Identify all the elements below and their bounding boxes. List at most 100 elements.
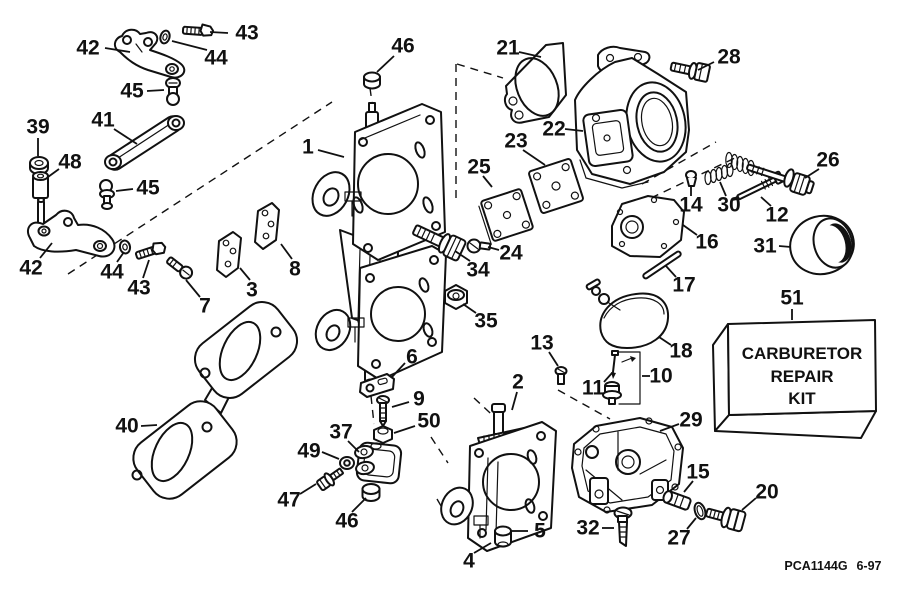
part-44-washer-lower	[118, 239, 132, 255]
part-label-31: 31	[753, 235, 777, 258]
part-label-35: 35	[474, 310, 498, 333]
part-label-26: 26	[816, 149, 839, 172]
part-8-bracket	[254, 202, 280, 250]
leader-line-23	[522, 149, 546, 166]
part-label-34: 34	[466, 259, 490, 282]
kit-box-line-2: REPAIR	[771, 367, 834, 386]
part-42-lever-upper	[114, 28, 186, 79]
part-31-cup	[789, 214, 855, 276]
part-label-9: 9	[413, 388, 425, 411]
part-43-screw-lower	[134, 241, 167, 260]
part-2-carburetor-body	[440, 403, 557, 552]
part-label-8: 8	[289, 258, 301, 281]
leader-line-46	[376, 55, 395, 73]
part-18-float	[585, 278, 670, 349]
part-label-20: 20	[755, 481, 778, 504]
part-27-o-ring	[693, 501, 707, 521]
part-39-nut	[29, 156, 49, 175]
kit-box-line-1: CARBURETOR	[742, 344, 863, 363]
leader-line-9	[391, 401, 410, 408]
part-22-carburetor-cover	[574, 45, 690, 189]
part-3-bracket	[216, 231, 242, 278]
part-label-2: 2	[512, 371, 524, 394]
part-34-bolt	[412, 224, 467, 262]
leader-line-42	[104, 47, 131, 53]
part-label-42: 42	[76, 37, 99, 60]
part-label-14: 14	[679, 194, 703, 217]
part-6-plate	[359, 373, 395, 398]
leader-line-7	[185, 279, 201, 298]
leader-line-24	[487, 246, 500, 251]
leader-line-15	[683, 480, 694, 493]
part-14-plug	[685, 170, 697, 187]
part-label-27: 27	[667, 527, 690, 550]
part-label-49: 49	[297, 440, 320, 463]
part-49-washer	[339, 456, 355, 470]
part-label-51: 51	[780, 287, 804, 310]
part-label-50: 50	[417, 410, 440, 433]
part-17-rod	[642, 250, 682, 280]
part-label-42: 42	[19, 257, 42, 280]
part-label-16: 16	[695, 231, 718, 254]
part-label-24: 24	[499, 242, 523, 265]
leader-line-29	[659, 423, 680, 432]
part-29-float-bowl	[571, 417, 684, 514]
leader-line-35	[462, 303, 477, 314]
part-13-screw	[554, 366, 568, 385]
part-10-needle-and-seat-group	[602, 351, 641, 405]
part-label-11: 11	[582, 377, 605, 400]
part-label-39: 39	[26, 116, 49, 139]
leader-line-26	[804, 168, 820, 179]
leader-line-37	[347, 440, 360, 453]
figure-code: PCA1144G	[784, 559, 847, 573]
part-label-45: 45	[120, 80, 144, 103]
leader-line-11	[603, 372, 613, 383]
leader-line-21	[518, 51, 542, 58]
part-41-link-rod	[104, 115, 185, 171]
part-label-7: 7	[199, 295, 211, 318]
part-46-plug-upper	[363, 71, 381, 90]
part-label-5: 5	[534, 520, 546, 543]
leader-line-28	[697, 61, 715, 71]
part-label-43: 43	[127, 277, 150, 300]
leader-line-3	[239, 267, 251, 281]
part-40-mount-gasket	[131, 301, 299, 500]
leader-line-25	[482, 175, 493, 188]
part-label-40: 40	[115, 415, 138, 438]
leader-line-49	[321, 451, 340, 460]
part-label-32: 32	[576, 517, 599, 540]
part-label-25: 25	[467, 156, 491, 179]
leader-line-20	[741, 497, 757, 511]
part-24-screw	[466, 238, 492, 254]
part-25-plate	[478, 188, 534, 245]
part-label-29: 29	[679, 409, 702, 432]
leader-line-48	[47, 168, 60, 178]
part-label-48: 48	[58, 151, 82, 174]
leader-line-45	[115, 188, 134, 192]
leader-line-31	[778, 245, 792, 248]
part-label-46: 46	[335, 510, 358, 533]
part-label-43: 43	[235, 22, 258, 45]
figure-revision: 6-97	[856, 559, 881, 573]
part-30-spring	[704, 162, 734, 186]
part-label-41: 41	[91, 109, 115, 132]
part-45-screw-upper	[165, 77, 181, 106]
part-9-screw	[376, 395, 390, 427]
leader-line-27	[686, 517, 697, 530]
part-44-washer-upper	[159, 29, 171, 45]
part-28-bolt	[669, 61, 711, 83]
part-45-screw-lower	[99, 179, 115, 210]
leader-line-8	[280, 243, 293, 260]
leader-line-6	[391, 362, 406, 378]
part-26-idle-screw	[725, 151, 815, 196]
part-label-1: 1	[302, 136, 314, 159]
part-label-37: 37	[329, 421, 352, 444]
leader-line-46	[351, 497, 367, 513]
figure-footer: PCA1144G 6-97	[784, 559, 881, 573]
part-label-23: 23	[504, 130, 527, 153]
part-label-28: 28	[717, 46, 741, 69]
part-35-nut	[444, 284, 468, 310]
